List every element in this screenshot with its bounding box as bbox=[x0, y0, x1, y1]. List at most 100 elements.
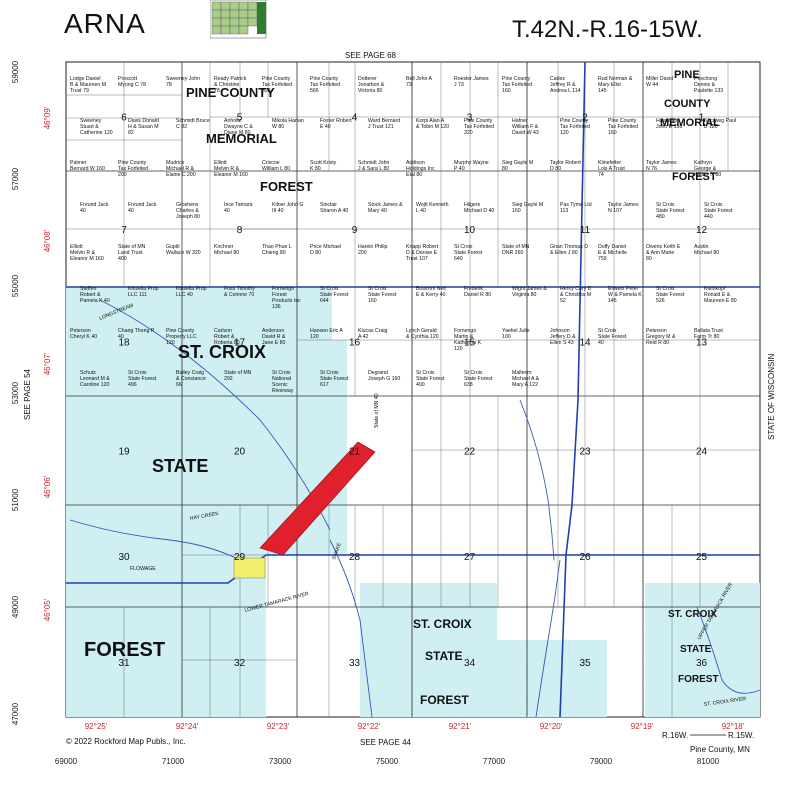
copyright: © 2022 Rockford Map Publs., Inc. bbox=[66, 737, 186, 746]
longitude-tick: 92°18' bbox=[722, 722, 745, 731]
latitude-tick: 46°09' bbox=[43, 106, 52, 129]
axis-longitude: 92°25'92°24'92°23'92°22'92°21'92°20'92°1… bbox=[85, 722, 745, 731]
see-page-left: SEE PAGE 54 bbox=[23, 368, 32, 420]
section-number: 31 bbox=[118, 658, 130, 669]
axis-tick: 79000 bbox=[590, 757, 613, 766]
section-number: 27 bbox=[464, 552, 476, 563]
section-number: 16 bbox=[349, 338, 361, 349]
section-number: 11 bbox=[580, 225, 591, 236]
section-number: 8 bbox=[237, 225, 243, 236]
axis-tick: 71000 bbox=[162, 757, 185, 766]
water-label: ST. CROIX RIVER bbox=[703, 696, 746, 708]
section-number: 29 bbox=[234, 552, 246, 563]
big-label: MEMORIAL bbox=[660, 117, 720, 129]
water-label: FLOWAGE bbox=[130, 566, 156, 572]
big-label: FOREST bbox=[260, 179, 313, 194]
section-number: 22 bbox=[464, 447, 476, 458]
axis-latitude: 46°09'46°08'46°07'46°06'46°05' bbox=[43, 106, 52, 621]
longitude-tick: 92°21' bbox=[449, 722, 472, 731]
water-label: HAY CREEK bbox=[189, 511, 220, 522]
big-label: FOREST bbox=[672, 171, 717, 183]
big-label: FOREST bbox=[84, 639, 165, 661]
section-number: 26 bbox=[579, 552, 591, 563]
big-label: COUNTY bbox=[664, 98, 711, 110]
axis-tick: 77000 bbox=[483, 757, 506, 766]
water-label: SNAKE bbox=[331, 542, 343, 561]
rivers bbox=[69, 299, 761, 718]
big-label: STATE bbox=[680, 644, 712, 655]
highlighted-parcel[interactable] bbox=[259, 441, 376, 556]
section-number: 10 bbox=[464, 225, 476, 236]
big-label: STATE bbox=[425, 649, 463, 663]
section-number: 7 bbox=[121, 225, 127, 236]
state-label: STATE OF WISCONSIN bbox=[767, 353, 776, 440]
county-locator-inset bbox=[210, 0, 267, 39]
section-number: 15 bbox=[464, 338, 476, 349]
longitude-tick: 92°25' bbox=[85, 722, 108, 731]
latitude-tick: 46°07' bbox=[43, 352, 52, 375]
section-number: 35 bbox=[579, 658, 591, 669]
section-number: 28 bbox=[349, 552, 361, 563]
big-label: ST. CROIX bbox=[413, 617, 472, 631]
longitude-tick: 92°22' bbox=[358, 722, 381, 731]
section-number: 9 bbox=[352, 225, 358, 236]
section-number: 6 bbox=[121, 113, 127, 124]
parcel-label: Wight James &Virginia 80 bbox=[512, 286, 547, 298]
axis-tick: 75000 bbox=[376, 757, 399, 766]
parcel-label: Korpi Alan A& Tobin M 120 bbox=[416, 118, 449, 130]
longitude-tick: 92°20' bbox=[540, 722, 563, 731]
